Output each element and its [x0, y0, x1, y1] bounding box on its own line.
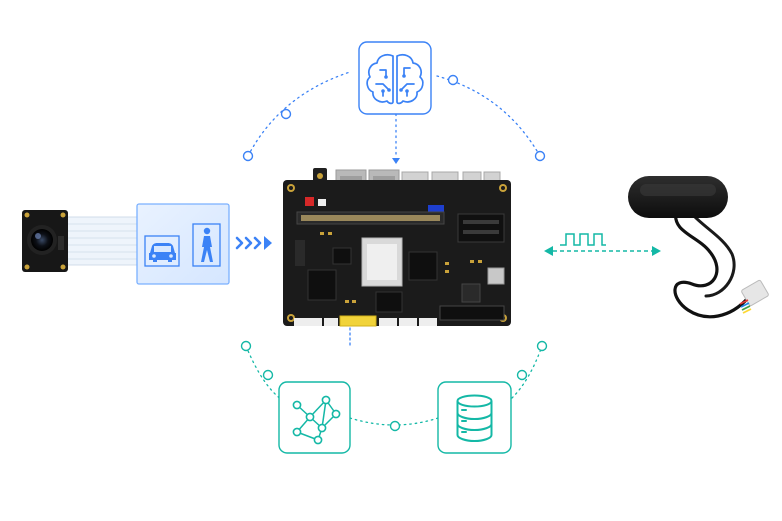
- orbit-node: [242, 150, 254, 162]
- board-bottom-connector: [294, 318, 322, 326]
- orbit-arc-upper-right: [436, 75, 541, 157]
- board-white-button: [318, 199, 326, 206]
- board-blue-header: [428, 205, 444, 215]
- board-chip: [332, 247, 352, 265]
- orbit-node: [280, 108, 292, 120]
- car-bounding-box: [144, 235, 180, 267]
- lidar-connector-wires: [739, 299, 752, 314]
- orbit-nodes: [240, 74, 548, 432]
- board-yellow-connector: [339, 315, 377, 327]
- orbit-node: [516, 369, 528, 381]
- database-node: [437, 381, 512, 454]
- lidar-sensor: [628, 176, 769, 319]
- neural-network-node: [278, 381, 351, 454]
- orbit-node: [389, 420, 401, 432]
- ribbon-cable-lines: [58, 223, 140, 260]
- network-graph-nodes: [292, 395, 341, 445]
- board-bottom-connector: [419, 318, 437, 326]
- orbit-arc-upper-left: [247, 71, 351, 157]
- board-pads: [320, 232, 482, 303]
- board-bottom-connector: [324, 318, 338, 326]
- board-chip: [408, 251, 438, 281]
- brain-circuit-icon: [366, 53, 424, 105]
- lidar-connector: [741, 279, 769, 307]
- board-bottom-connector: [399, 318, 417, 326]
- board-gpio-header: [439, 305, 505, 321]
- board-bottom-connector: [379, 318, 397, 326]
- board-lidar-arrow-right: [652, 246, 661, 256]
- orbit-arc-lower-right: [511, 345, 543, 399]
- brain-to-board-arrow: [392, 158, 400, 164]
- camera-ribbon-cable: [57, 216, 141, 266]
- orbit-node: [534, 150, 546, 162]
- brain-circuit-dots: [381, 74, 409, 93]
- board-red-button: [305, 197, 314, 206]
- pedestrian-icon: [201, 227, 213, 262]
- board-sd-slot: [487, 267, 505, 285]
- board-lidar-link: [544, 233, 661, 256]
- database-icon: [456, 394, 493, 443]
- object-detection-panel: [136, 203, 230, 285]
- board-m2-slot: [457, 213, 505, 243]
- orbit-node: [536, 340, 548, 352]
- orbit-node: [240, 340, 252, 352]
- board-chip: [307, 269, 337, 301]
- ai-brain-node: [358, 41, 432, 115]
- orbit-node: [447, 74, 459, 86]
- square-wave-signal-icon: [560, 233, 606, 246]
- board-chip: [461, 283, 481, 303]
- vehicle-icon: [149, 243, 176, 262]
- pedestrian-bounding-box: [192, 223, 221, 267]
- board-lidar-arrow-left: [544, 246, 553, 256]
- object-detection-node: [136, 203, 230, 285]
- dev-board: [283, 168, 511, 327]
- board-chip: [375, 291, 403, 313]
- camera-to-board-chevrons: [235, 236, 262, 250]
- lidar-sensor-icon: [628, 176, 728, 218]
- orbit-node: [262, 369, 274, 381]
- camera-to-board-arrowhead: [264, 236, 272, 250]
- lidar-cable: [673, 210, 750, 319]
- database-indicators: [461, 409, 467, 433]
- database-box: [437, 381, 512, 454]
- board-chip: [295, 240, 305, 266]
- camera-module: [22, 210, 141, 272]
